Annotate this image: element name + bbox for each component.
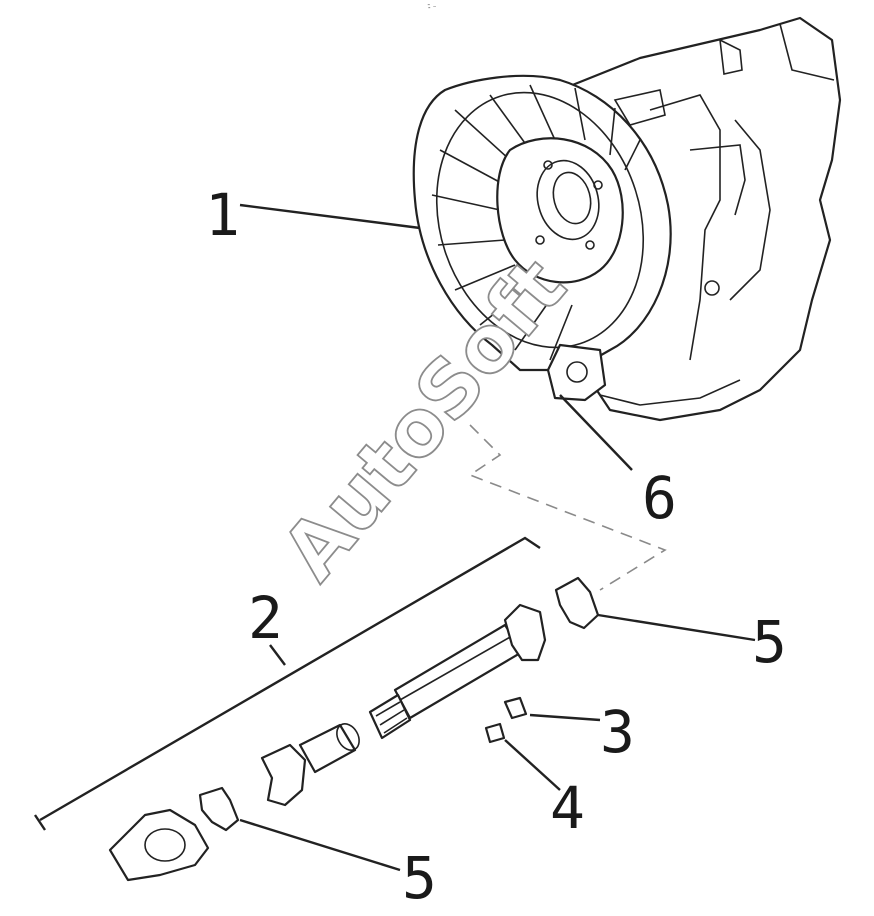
propeller-shaft (108, 576, 600, 882)
top-mark: -̄ ⁻ (428, 4, 437, 12)
bell-housing-ribs (431, 84, 641, 361)
callout-3: 3 (600, 698, 635, 766)
bracket-2 (34, 536, 541, 831)
callout-2: 2 (248, 584, 283, 652)
transmission-housing (412, 16, 842, 422)
leader-2 (269, 644, 286, 666)
callout-4: 4 (550, 774, 585, 842)
lock-washer (503, 696, 528, 720)
callout-1: 1 (205, 181, 240, 249)
leader-5-lower (239, 818, 401, 872)
callout-5-upper: 5 (752, 608, 787, 676)
leader-5-upper (597, 613, 756, 642)
bolt (484, 722, 506, 744)
leader-4 (504, 739, 561, 791)
callout-5-lower: 5 (402, 844, 437, 912)
leader-6 (559, 394, 633, 471)
leader-1 (239, 203, 421, 230)
connection-dashed-line (468, 424, 667, 591)
leader-3 (529, 713, 601, 722)
callout-6: 6 (642, 464, 677, 532)
